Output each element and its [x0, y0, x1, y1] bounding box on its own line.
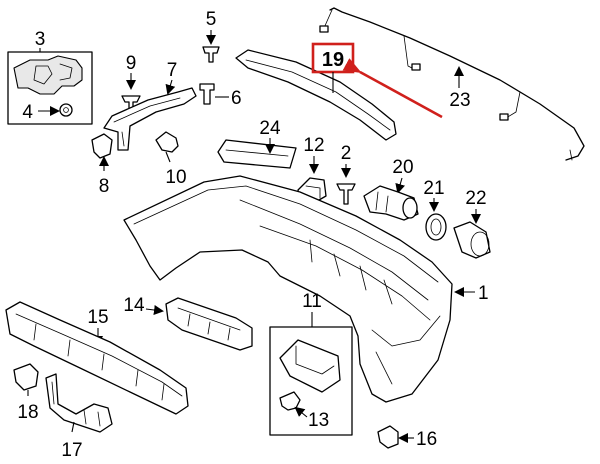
callout-4: 4	[22, 102, 33, 123]
part-6-group: 6	[199, 83, 242, 109]
part-21-group: 21	[423, 178, 447, 241]
callout-10: 10	[165, 167, 186, 188]
callout-1: 1	[478, 283, 489, 304]
part-1-group: 1	[123, 175, 489, 403]
callout-21: 21	[423, 178, 444, 199]
callout-15: 15	[87, 307, 108, 328]
part-9-group: 9	[121, 53, 141, 111]
callout-7: 7	[167, 60, 178, 81]
part-6-bolt	[199, 83, 215, 105]
part-18-group: 18	[13, 363, 39, 423]
part-11-bracket	[279, 339, 341, 393]
highlight-arrow	[342, 58, 443, 119]
callout-20: 20	[392, 157, 413, 178]
part-19-group: 19	[235, 42, 443, 141]
part-5-clip	[202, 46, 220, 63]
part-10-fastener	[155, 131, 179, 153]
part-1-bumper-cover	[123, 175, 453, 403]
part-19-reinforcement	[235, 49, 397, 141]
part-8-group: 8	[91, 133, 113, 197]
part-10-group: 10	[155, 131, 187, 188]
callout-23: 23	[449, 90, 470, 111]
part-3-group: 3 4	[7, 29, 93, 125]
part-5-group: 5	[202, 9, 220, 63]
part-7-bracket	[103, 87, 197, 151]
callout-16: 16	[416, 429, 437, 450]
part-20-group: 20	[363, 157, 419, 221]
callout-8: 8	[99, 176, 110, 197]
callout-17: 17	[61, 440, 82, 461]
callout-9: 9	[126, 53, 137, 74]
callout-12: 12	[303, 135, 324, 156]
part-2-group: 2	[336, 143, 356, 205]
part-11-group: 11 13	[269, 291, 353, 436]
callout-3: 3	[35, 29, 46, 50]
part-4-grommet	[59, 103, 73, 117]
part-24-group: 24	[217, 118, 297, 169]
part-8-clip	[91, 133, 113, 159]
part-15-impact-bar	[5, 301, 189, 415]
part-15-group: 15	[5, 301, 189, 415]
callout-11: 11	[302, 291, 322, 312]
callout-6: 6	[231, 88, 242, 109]
callout-22: 22	[465, 188, 486, 209]
part-7-group: 7	[103, 60, 197, 151]
callout-5: 5	[206, 9, 217, 30]
part-17-group: 17	[45, 373, 113, 461]
part-2-pushpin	[336, 183, 356, 205]
part-24-pad	[217, 139, 297, 169]
part-22-bezel	[453, 221, 491, 259]
part-17-bracket	[45, 373, 113, 433]
part-22-group: 22	[453, 188, 491, 259]
part-23-group: 23	[319, 7, 585, 161]
part-16-clip	[377, 425, 399, 449]
callout-18: 18	[17, 402, 38, 423]
callout-2: 2	[341, 143, 352, 164]
part-18-clip	[13, 363, 39, 391]
part-21-ring	[425, 213, 447, 241]
callout-14: 14	[123, 295, 145, 316]
callout-19: 19	[322, 49, 344, 71]
part-14-absorber	[165, 297, 253, 351]
part-14-group: 14	[123, 295, 253, 351]
callout-13: 13	[308, 410, 329, 431]
part-23-harness	[329, 7, 585, 161]
part-16-group: 16	[377, 425, 437, 450]
callout-24: 24	[259, 118, 281, 139]
